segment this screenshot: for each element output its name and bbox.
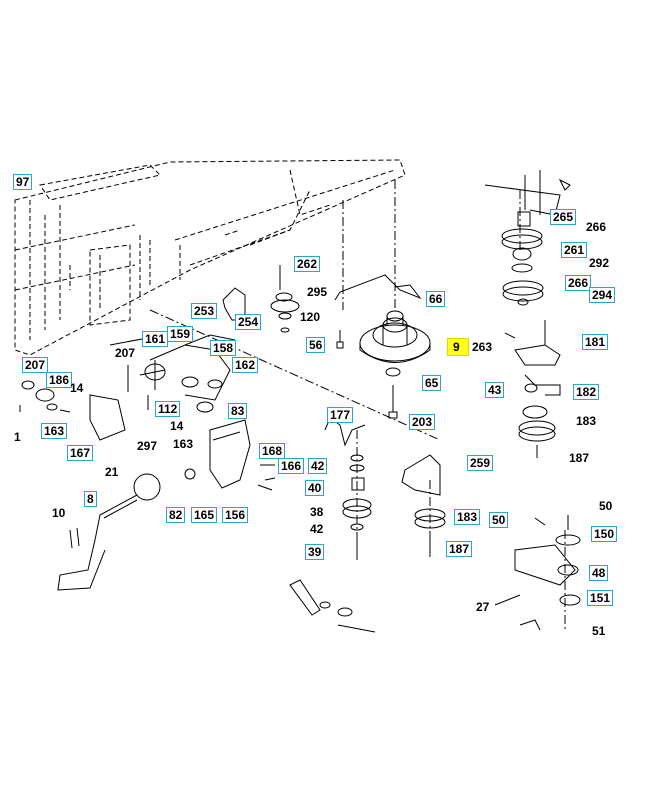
part-label[interactable]: 83 bbox=[228, 403, 248, 419]
part-label[interactable]: 97 bbox=[13, 174, 33, 190]
part-label[interactable]: 186 bbox=[46, 372, 73, 388]
part-label[interactable]: 43 bbox=[485, 382, 505, 398]
part-label[interactable]: 50 bbox=[599, 499, 613, 513]
part-label[interactable]: 183 bbox=[576, 414, 597, 428]
part-label[interactable]: 112 bbox=[155, 401, 181, 417]
part-label[interactable]: 50 bbox=[489, 512, 509, 528]
part-label[interactable]: 259 bbox=[467, 455, 494, 471]
part-label[interactable]: 151 bbox=[587, 590, 614, 606]
part-label[interactable]: 181 bbox=[582, 334, 609, 350]
part-label[interactable]: 163 bbox=[173, 437, 194, 451]
part-label[interactable]: 158 bbox=[210, 340, 237, 356]
part-label[interactable]: 265 bbox=[550, 209, 577, 225]
part-label[interactable]: 163 bbox=[41, 423, 68, 439]
part-label[interactable]: 51 bbox=[592, 624, 606, 638]
part-label[interactable]: 21 bbox=[105, 465, 119, 479]
part-label[interactable]: 253 bbox=[191, 303, 218, 319]
part-label[interactable]: 167 bbox=[67, 445, 94, 461]
part-label[interactable]: 294 bbox=[589, 287, 616, 303]
part-label[interactable]: 14 bbox=[170, 419, 184, 433]
part-label[interactable]: 207 bbox=[22, 357, 49, 373]
part-label[interactable]: 8 bbox=[84, 491, 97, 507]
part-label[interactable]: 261 bbox=[561, 242, 588, 258]
part-label[interactable]: 42 bbox=[310, 522, 324, 536]
part-label[interactable]: 266 bbox=[565, 275, 592, 291]
part-label[interactable]: 38 bbox=[310, 505, 324, 519]
part-label[interactable]: 40 bbox=[305, 480, 325, 496]
part-label[interactable]: 162 bbox=[232, 357, 259, 373]
part-label[interactable]: 66 bbox=[426, 291, 446, 307]
part-label[interactable]: 168 bbox=[259, 443, 286, 459]
part-label[interactable]: 10 bbox=[52, 506, 66, 520]
part-label[interactable]: 161 bbox=[142, 331, 169, 347]
part-label[interactable]: 207 bbox=[115, 346, 136, 360]
part-label[interactable]: 177 bbox=[327, 407, 354, 423]
part-label[interactable]: 166 bbox=[278, 458, 305, 474]
part-label[interactable]: 203 bbox=[409, 414, 436, 430]
part-label[interactable]: 156 bbox=[222, 507, 249, 523]
part-label[interactable]: 165 bbox=[191, 507, 218, 523]
part-label[interactable]: 39 bbox=[305, 544, 325, 560]
part-label[interactable]: 42 bbox=[308, 458, 328, 474]
part-label[interactable]: 120 bbox=[300, 310, 321, 324]
part-label[interactable]: 27 bbox=[476, 600, 490, 614]
part-label[interactable]: 263 bbox=[472, 340, 493, 354]
part-label[interactable]: 159 bbox=[167, 326, 194, 342]
part-label[interactable]: 48 bbox=[589, 565, 609, 581]
highlighted-part-label[interactable]: 9 bbox=[447, 338, 469, 356]
part-label[interactable]: 14 bbox=[70, 381, 84, 395]
part-label[interactable]: 262 bbox=[294, 256, 321, 272]
part-label[interactable]: 82 bbox=[166, 507, 186, 523]
part-label[interactable]: 187 bbox=[569, 451, 590, 465]
part-label[interactable]: 187 bbox=[446, 541, 473, 557]
part-label[interactable]: 266 bbox=[586, 220, 607, 234]
part-label[interactable]: 295 bbox=[307, 285, 328, 299]
part-label[interactable]: 183 bbox=[454, 509, 481, 525]
part-label[interactable]: 150 bbox=[591, 526, 618, 542]
part-label[interactable]: 182 bbox=[573, 384, 600, 400]
part-label[interactable]: 65 bbox=[422, 375, 442, 391]
part-label[interactable]: 56 bbox=[306, 337, 326, 353]
part-label[interactable]: 254 bbox=[235, 314, 262, 330]
part-label[interactable]: 292 bbox=[589, 256, 610, 270]
part-label[interactable]: 1 bbox=[14, 430, 21, 444]
part-label[interactable]: 297 bbox=[137, 439, 158, 453]
